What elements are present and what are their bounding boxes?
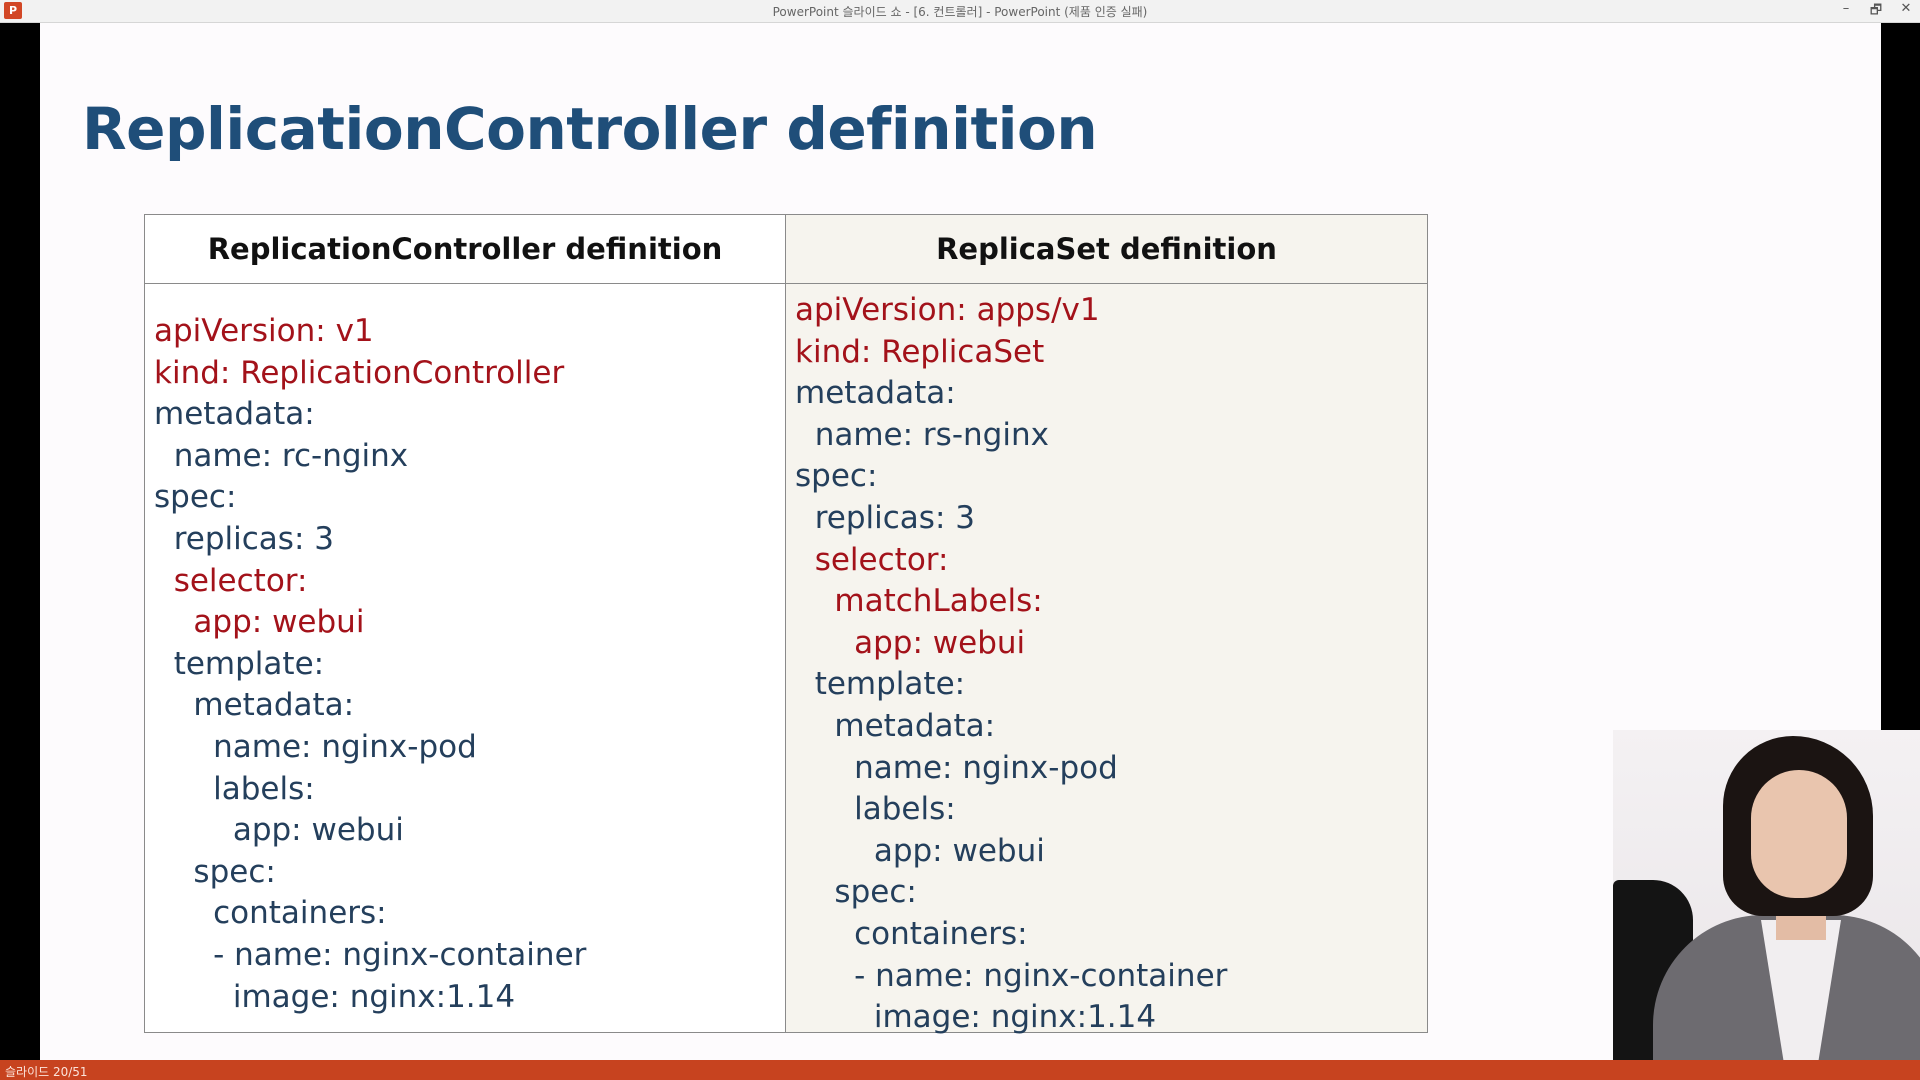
code-line: app: webui [795, 624, 1026, 661]
table-column-replicaset: ReplicaSet definition apiVersion: apps/v… [786, 215, 1427, 1035]
window-title-bar: P PowerPoint 슬라이드 쇼 - [6. 컨트롤러] - PowerP… [0, 0, 1920, 23]
close-icon[interactable]: ✕ [1900, 1, 1912, 16]
table-column-replicationcontroller: ReplicationController definition apiVers… [145, 215, 786, 1032]
code-line: selector: [154, 562, 308, 599]
code-line: template: [795, 666, 966, 703]
powerpoint-app-icon: P [4, 2, 22, 19]
code-line: metadata: [795, 707, 996, 744]
code-line: containers: [795, 915, 1028, 952]
code-line: containers: [154, 895, 387, 932]
minimize-icon[interactable]: – [1842, 1, 1850, 16]
code-line: spec: [795, 458, 878, 495]
code-line: name: rs-nginx [795, 416, 1049, 453]
code-line: spec: [154, 479, 237, 516]
code-line: matchLabels: [795, 583, 1043, 620]
code-line: app: webui [795, 832, 1045, 869]
code-line: metadata: [154, 396, 315, 433]
slide-title: ReplicationController definition [82, 95, 1098, 163]
code-line: replicas: 3 [154, 520, 334, 557]
code-line: app: webui [154, 812, 404, 849]
code-line: name: nginx-pod [795, 749, 1118, 786]
letterbox-left [0, 23, 40, 1060]
code-line: labels: [154, 770, 315, 807]
yaml-code-block: apiVersion: v1 kind: ReplicationControlle… [154, 311, 586, 1018]
column-header: ReplicaSet definition [786, 215, 1427, 284]
code-line: image: nginx:1.14 [795, 999, 1157, 1036]
window-controls: – 🗗 ✕ [1838, 1, 1914, 23]
code-line: name: nginx-pod [154, 728, 477, 765]
comparison-table: ReplicationController definition apiVers… [144, 214, 1428, 1035]
code-line: app: webui [154, 604, 365, 641]
code-line: apiVersion: apps/v1 [795, 292, 1100, 328]
code-line: kind: ReplicaSet [795, 333, 1045, 370]
code-line: selector: [795, 541, 949, 578]
code-line: metadata: [154, 687, 355, 724]
code-line: - name: nginx-container [154, 936, 587, 973]
code-line: - name: nginx-container [795, 957, 1228, 994]
slide-counter: 슬라이드 20/51 [5, 1065, 88, 1079]
code-line: template: [154, 645, 325, 682]
code-line: kind: ReplicationController [154, 354, 565, 391]
code-line: spec: [154, 853, 276, 890]
restore-icon[interactable]: 🗗 [1869, 3, 1883, 18]
code-line: name: rc-nginx [154, 437, 409, 474]
presenter-face [1751, 770, 1847, 898]
yaml-code-block: apiVersion: apps/v1 kind: ReplicaSet metad… [795, 290, 1227, 1039]
code-line: labels: [795, 791, 956, 828]
code-line: image: nginx:1.14 [154, 978, 516, 1015]
slide-canvas[interactable]: ReplicationController definition Replica… [40, 23, 1881, 1060]
code-line: spec: [795, 874, 917, 911]
code-line: metadata: [795, 375, 956, 412]
code-line: replicas: 3 [795, 499, 975, 536]
presenter-webcam [1613, 730, 1920, 1060]
status-bar: 슬라이드 20/51 [0, 1060, 1920, 1080]
window-title: PowerPoint 슬라이드 쇼 - [6. 컨트롤러] - PowerPoi… [772, 5, 1148, 19]
column-header: ReplicationController definition [145, 215, 785, 284]
code-line: apiVersion: v1 [154, 313, 374, 349]
